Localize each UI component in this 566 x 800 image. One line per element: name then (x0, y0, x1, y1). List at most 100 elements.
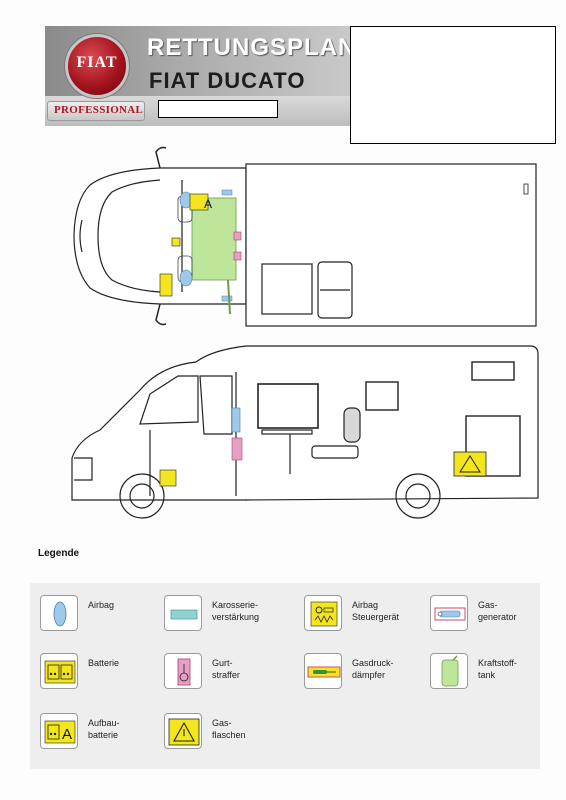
side-view-living-body (195, 345, 539, 501)
legend-item-gas-damper: Gasdruck-dämpfer (304, 653, 394, 689)
legend-label-line-1: Airbag (88, 600, 115, 610)
legend-label-line-2: flaschen (212, 730, 246, 740)
top-view-equipment: A (159, 189, 242, 315)
legend-label: Gas-generator (478, 599, 517, 623)
top-view-hood (97, 179, 161, 293)
legend-label: Karosserie-verstärkung (212, 599, 259, 623)
vehicle-id-field[interactable] (158, 100, 278, 118)
side-view-front-wheel (119, 473, 165, 519)
belt-tensioner-icon (164, 653, 202, 689)
legend-label: Batterie (88, 657, 119, 669)
header-banner: FIAT RETTUNGSPLAN FIAT DUCATO PROFESSION… (45, 26, 355, 126)
vehicle-model: FIAT DUCATO (149, 68, 306, 93)
legend-label-line-2: generator (478, 612, 517, 622)
gas-generator-icon (430, 595, 468, 631)
legend-item-reinforcement: Karosserie-verstärkung (164, 595, 259, 631)
top-view-fuel-line (227, 279, 231, 315)
legend-label-line-1: Aufbau- (88, 718, 120, 728)
top-view-body-battery (189, 193, 209, 211)
side-view-equipment (159, 407, 487, 487)
legend-item-gas-bottles: Gas-flaschen (164, 713, 246, 749)
legend-label-line-1: Gasdruck- (352, 658, 394, 668)
top-view-body-battery-letter: A (204, 197, 212, 211)
legend-label-line-2: Steuergerät (352, 612, 400, 622)
top-view (73, 146, 537, 327)
legend-label: Gurt-straffer (212, 657, 240, 681)
top-view-body-marker (523, 183, 529, 195)
legend-label: Gas-flaschen (212, 717, 246, 741)
side-view-window-3 (471, 361, 515, 381)
notes-box[interactable] (350, 26, 556, 144)
top-view-tensioner-1 (233, 231, 242, 241)
gas-bottles-icon (164, 713, 202, 749)
side-view (71, 345, 539, 519)
legend-label-line-1: Gurt- (212, 658, 233, 668)
legend-item-body-battery: A Aufbau-batterie (40, 713, 120, 749)
top-view-battery (159, 273, 173, 297)
side-view-door-line (149, 372, 237, 496)
legend-label-line-1: Batterie (88, 658, 120, 668)
side-view-door (465, 415, 521, 477)
top-view-airbag-front-right (179, 269, 193, 287)
top-view-mirror-left (155, 146, 167, 169)
gas-damper-icon (304, 653, 342, 689)
top-view-airbag-side-right (221, 295, 233, 302)
legend-item-belt-tensioner: Gurt-straffer (164, 653, 240, 689)
legend-label-line-1: Gas- (478, 600, 498, 610)
side-view-door-window (199, 375, 233, 435)
top-view-grille-line (79, 219, 83, 253)
top-view-airbag-side-left (221, 189, 233, 196)
legend-label: Gasdruck-dämpfer (352, 657, 394, 681)
side-view-seat (311, 445, 359, 459)
top-view-body (245, 163, 537, 327)
side-view-rear-hub (405, 483, 431, 509)
legend-label: Airbag (88, 599, 114, 611)
legend-label-line-2: dämpfer (352, 670, 386, 680)
body-battery-icon: A (40, 713, 78, 749)
legend-label-line-2: tank (478, 670, 496, 680)
legend-label-line-1: Kraftstoff- (478, 658, 517, 668)
legend-item-battery: Batterie (40, 653, 119, 689)
legend-label-line-1: Airbag (352, 600, 379, 610)
side-view-battery (159, 469, 177, 487)
logo-text: FIAT (76, 54, 118, 71)
professional-badge-text: PROFESSIONAL (54, 104, 144, 116)
legend-label-line-1: Karosserie- (212, 600, 259, 610)
vehicle-diagram: A (71, 146, 539, 519)
fuel-tank-icon (430, 653, 468, 689)
body-battery-icon-letter: A (62, 726, 72, 743)
legend-label: Aufbau-batterie (88, 717, 120, 741)
airbag-control-unit-icon (304, 595, 342, 631)
top-view-airbag-control-unit (171, 237, 181, 247)
side-view-airbag-curtain (231, 407, 241, 433)
top-view-seat-1 (261, 263, 313, 315)
side-view-gas-bottles-triangle (459, 455, 481, 473)
side-view-bumper (74, 457, 93, 481)
professional-badge: PROFESSIONAL (47, 101, 145, 121)
top-view-seat-2 (317, 261, 353, 319)
legend-item-gas-generator: Gas-generator (430, 595, 517, 631)
page-title: RETTUNGSPLAN (147, 34, 357, 61)
airbag-icon (40, 595, 78, 631)
legend-title: Legende (38, 548, 80, 559)
battery-icon (40, 653, 78, 689)
reinforcement-icon (164, 595, 202, 631)
side-view-tensioner (231, 437, 243, 461)
legend-label-line-2: verstärkung (212, 612, 260, 622)
top-view-fuel-tank (191, 197, 237, 281)
side-view-table (261, 429, 313, 435)
side-view-window-1 (257, 383, 319, 429)
legend-label-line-2: batterie (88, 730, 119, 740)
side-view-windshield (139, 375, 199, 425)
side-view-mirror (343, 407, 361, 443)
side-view-window-2 (365, 381, 399, 411)
legend-label-line-2: straffer (212, 670, 240, 680)
side-view-rear-wheel (395, 473, 441, 519)
top-view-mirror-right (155, 303, 167, 326)
legend-label: Kraftstoff-tank (478, 657, 517, 681)
legend-label-line-1: Gas- (212, 718, 232, 728)
